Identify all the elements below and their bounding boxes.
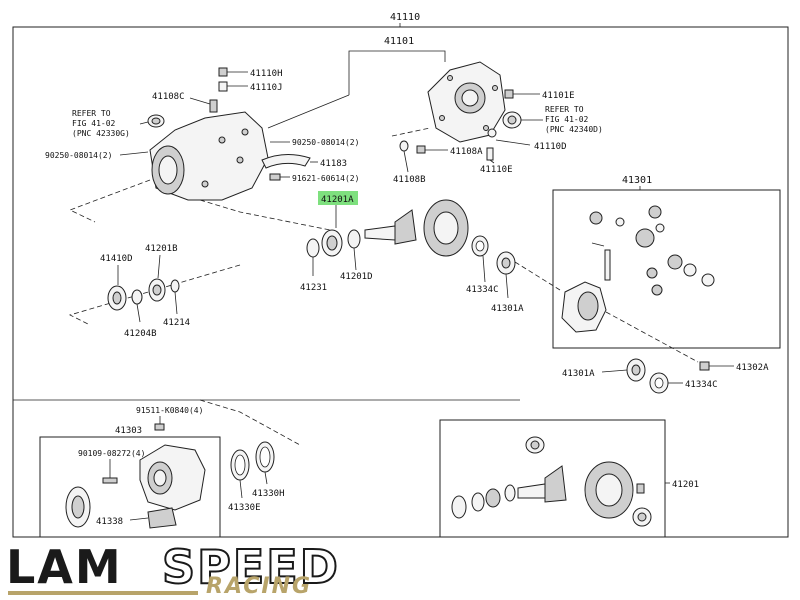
stud-90109: [102, 459, 118, 484]
side-bearing-41301a-top: [496, 251, 516, 299]
bolt-41108c: [189, 97, 218, 113]
spacer-41231: [306, 238, 320, 276]
carrier-cover-41101: [427, 61, 506, 143]
rear-cover-41303: [139, 444, 206, 511]
bearing-41201d: [347, 229, 361, 271]
parts-diagram: 41110 41101 41110H 41110J 41108C REFER T…: [12, 12, 789, 538]
snap-ring-41214: [170, 279, 180, 315]
label-seal-d: 41410D: [100, 254, 133, 264]
logo-word-lam: LAM: [6, 540, 123, 594]
logo-underline: [8, 591, 198, 595]
bearing-41201b: [148, 278, 166, 302]
shim-41204b: [131, 289, 143, 323]
label-bracket-338: 41338: [96, 517, 123, 527]
label-assembly: 41110: [390, 12, 420, 23]
kit-41201-box: [439, 419, 666, 538]
plug-41101e: [504, 89, 540, 99]
logo-word-racing: RACING: [206, 574, 313, 599]
label-bolt-08272: 90109-08272(4): [78, 449, 145, 458]
label-bracket: 41183: [320, 159, 347, 169]
refer-left-line1: REFER TO: [72, 109, 111, 118]
label-bearing-b: 41201B: [145, 244, 178, 254]
thrust-washer-41334c: [471, 235, 489, 283]
bearing-41201a: [321, 229, 343, 257]
diagram-frame: [12, 26, 789, 538]
differential-carrier-housing: [149, 111, 269, 201]
label-ring: 41214: [163, 318, 190, 328]
label-bolt-a: 41108A: [450, 147, 483, 157]
ring-gear: [423, 199, 469, 257]
oil-seal-rear: [65, 486, 91, 528]
pin-41110e: [486, 147, 495, 164]
bolt-41108a: [416, 145, 448, 154]
label-carrier-cover: 41101: [384, 36, 414, 47]
bolt-91511: [154, 416, 165, 431]
label-pin-e: 41110E: [480, 165, 513, 175]
drive-pinion-gear: [364, 209, 417, 245]
plug-41110h: [218, 67, 248, 77]
label-bearing-a2: 41301A: [562, 369, 595, 379]
label-shim-b: 41204B: [124, 329, 157, 339]
refer-right-line3: (PNC 42340D): [545, 125, 603, 134]
lamspeed-logo: LAM SPEED RACING: [0, 540, 800, 600]
thrust-washer-41334c-bottom: [649, 372, 683, 394]
diff-case-box: [552, 189, 781, 349]
label-bolt-k0840: 91511-K0840(4): [136, 406, 203, 415]
refer-left-line3: (PNC 42330G): [72, 129, 130, 138]
label-gasket-e: 41330E: [228, 503, 261, 513]
refer-right-line1: REFER TO: [545, 105, 584, 114]
refer-left-line2: FIG 41-02: [72, 119, 116, 128]
differential-case: [561, 281, 607, 333]
gasket-41330e: [230, 449, 250, 499]
label-bearing-d: 41201D: [340, 272, 373, 282]
label-cover-303: 41303: [115, 426, 142, 436]
diff-internal-gears: [589, 205, 715, 296]
oil-seal-41410d: [107, 285, 127, 311]
gasket-41330h: [255, 441, 275, 485]
label-washer-c: 41334C: [466, 285, 499, 295]
plug-41110j: [218, 81, 248, 92]
label-plug-e: 41101E: [542, 91, 575, 101]
washer-41110d: [487, 128, 531, 146]
refer-right-line2: FIG 41-02: [545, 115, 589, 124]
bolt-41108b: [399, 140, 409, 173]
label-bolt-b: 41108B: [393, 175, 426, 185]
logo-word-speed: SPEED: [161, 540, 340, 594]
highlight-box: [318, 191, 358, 205]
kit-41201-parts: [451, 436, 652, 527]
side-bearing-41301a-bottom: [601, 358, 646, 382]
label-plug-h: 41110H: [250, 69, 283, 79]
label-bearing-a: 41301A: [491, 304, 524, 314]
bracket-41338: [129, 507, 177, 529]
label-bolt-c: 41108C: [152, 92, 185, 102]
bolt-91621: [269, 173, 290, 181]
label-gasket-mid: 90250-08014(2): [292, 138, 359, 147]
label-gasket-h: 41330H: [252, 489, 285, 499]
bracket-41183: [261, 154, 318, 169]
label-bolt-302a: 41302A: [736, 363, 769, 373]
bolt-41302a: [699, 361, 734, 371]
label-kit-201: 41201: [672, 480, 699, 490]
oil-seal-left: [139, 114, 165, 128]
label-highlighted-part: 41201A: [321, 195, 354, 205]
label-bolt-91621: 91621-60614(2): [292, 174, 359, 183]
label-washer-c2: 41334C: [685, 380, 718, 390]
label-gasket-left: 90250-08014(2): [45, 151, 112, 160]
label-case: 41301: [622, 175, 652, 186]
label-washer-d: 41110D: [534, 142, 567, 152]
label-spacer: 41231: [300, 283, 327, 293]
oil-seal-right: [502, 111, 543, 129]
label-plug-j: 41110J: [250, 83, 283, 93]
rear-cover-box: [39, 436, 221, 538]
